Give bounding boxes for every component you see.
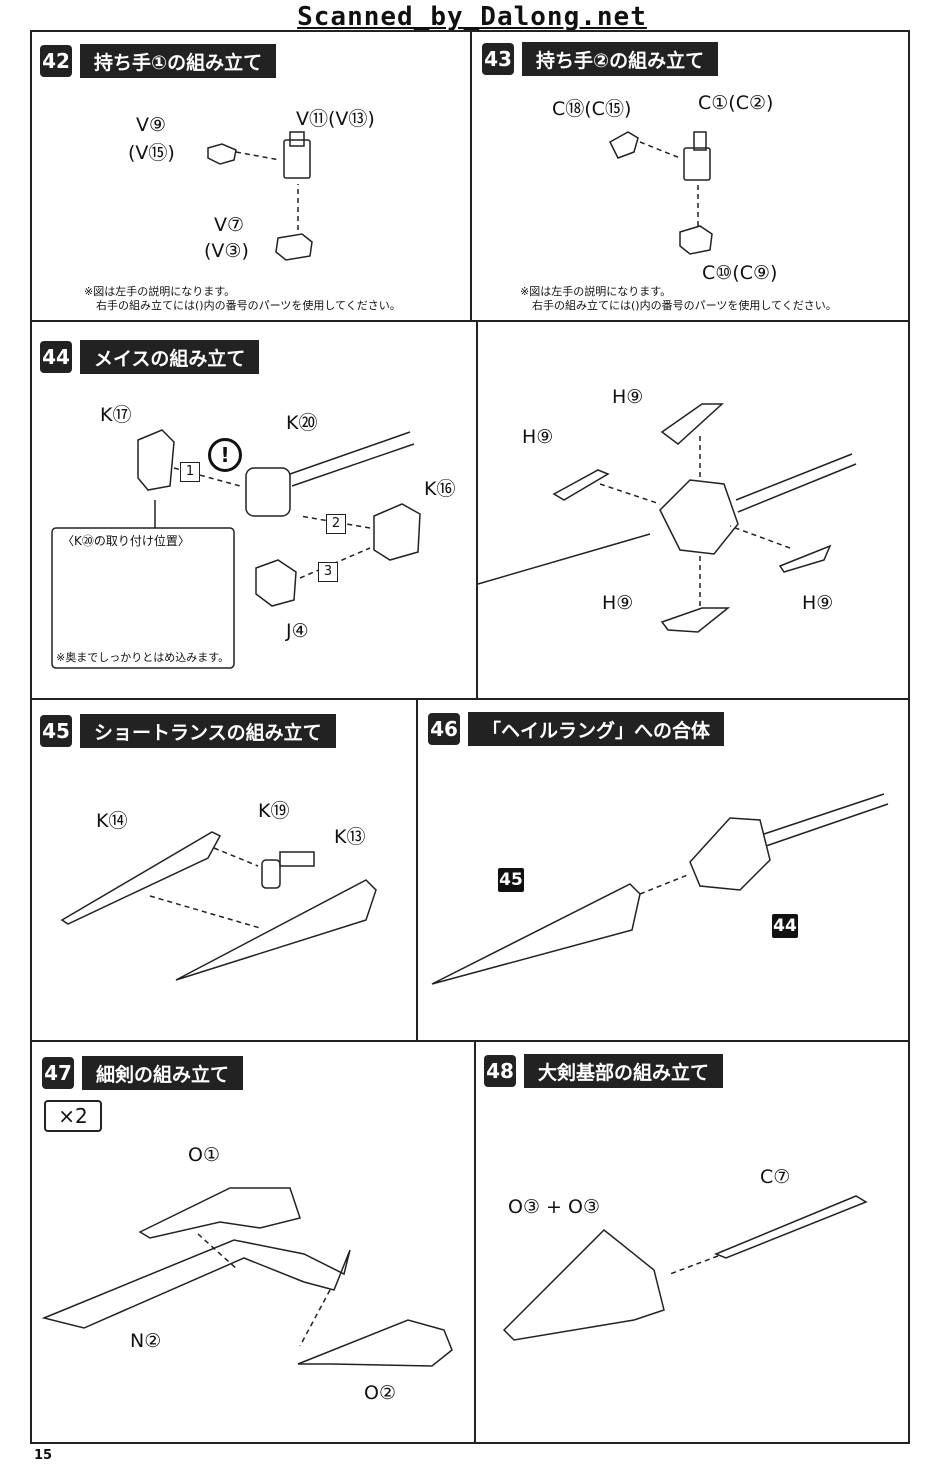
part-label: C⑱(C⑮) [552,98,632,120]
part-label: H⑨ [522,426,554,448]
part-label: K⑰ [100,404,132,426]
step-marker: 1 [180,460,200,482]
step-number-45: 45 [40,715,72,747]
part-label: N② [130,1330,162,1352]
step-title-46: 「ヘイルラング」への合体 [468,712,725,746]
step-number-42: 42 [40,45,72,77]
step-number-44: 44 [40,341,72,373]
part-label: (V③) [204,240,249,262]
note: ※図は左手の説明になります。 [520,285,672,298]
note: 右手の組み立てには()内の番号のパーツを使用してください。 [532,299,837,312]
step-marker: 3 [318,560,338,582]
warning-icon: ! [208,438,242,472]
page-number: 15 [34,1448,53,1463]
inset-note: ※奥までしっかりとはめ込みます。 [56,651,230,664]
step-title-48: 大剣基部の組み立て [524,1054,724,1088]
step-title-42: 持ち手①の組み立て [80,44,277,78]
part-label: K⑭ [96,810,128,832]
part-label: O② [364,1382,396,1404]
note: ※図は左手の説明になります。 [84,285,236,298]
part-label: C⑦ [760,1166,791,1188]
step-number-48: 48 [484,1055,516,1087]
part-label: H⑨ [602,592,634,614]
step-title-45: ショートランスの組み立て [80,714,336,748]
watermark: Scanned_by_Dalong.net [297,2,647,32]
step-title-44: メイスの組み立て [80,340,260,374]
step-marker: 2 [326,512,346,534]
panel-48 [474,1040,910,1444]
part-label: K⑬ [334,826,366,848]
part-label: V⑦ [214,214,245,236]
reference-tag: 44 [772,914,798,938]
inset-title: 〈K⑳の取り付け位置〉 [62,534,190,548]
part-label: K⑯ [424,478,456,500]
part-label: H⑨ [612,386,644,408]
note: 右手の組み立てには()内の番号のパーツを使用してください。 [96,299,401,312]
step-number-46: 46 [428,713,460,745]
part-label: K⑲ [258,800,290,822]
panel-44-divider [476,322,478,698]
part-label: V⑪(V⑬) [296,108,375,130]
part-label: (V⑮) [128,142,175,164]
part-label: H⑨ [802,592,834,614]
part-label: J④ [286,620,309,642]
part-label: K⑳ [286,412,318,434]
part-label: C⑩(C⑨) [702,262,778,284]
multiplier-badge: ×2 [44,1100,102,1132]
step-title-47: 細剣の組み立て [82,1056,244,1090]
part-label: O① [188,1144,220,1166]
reference-tag: 45 [498,868,524,892]
part-label: V⑨ [136,114,167,136]
part-label: C①(C②) [698,92,774,114]
part-label: O③ + O③ [508,1196,600,1218]
step-number-43: 43 [482,43,514,75]
step-number-47: 47 [42,1057,74,1089]
step-title-43: 持ち手②の組み立て [522,42,719,76]
